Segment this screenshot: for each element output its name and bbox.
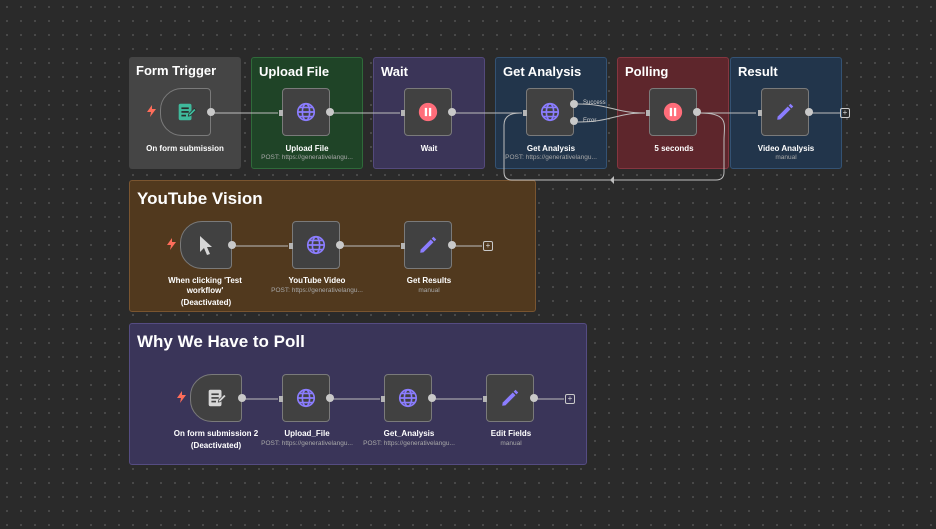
node-edit-fields[interactable] xyxy=(483,374,538,422)
output-port[interactable] xyxy=(228,241,236,249)
input-port[interactable] xyxy=(401,110,405,116)
node-upload-file[interactable] xyxy=(279,88,334,136)
pencil-icon xyxy=(502,389,519,406)
node-subtitle: POST: https://generativelangu... xyxy=(261,440,353,447)
node-video-analysis[interactable] xyxy=(758,88,813,136)
node-label: Upload_File xyxy=(284,429,330,438)
output-port[interactable] xyxy=(530,394,538,402)
lightning-icon xyxy=(167,238,176,250)
node-status-deactivated: (Deactivated) xyxy=(190,441,242,450)
node-on-form-submission-2[interactable] xyxy=(177,374,246,422)
add-node-button[interactable]: + xyxy=(565,394,575,404)
node-label: Video Analysis xyxy=(757,144,815,153)
branch-label-error: Error xyxy=(583,118,597,124)
node-subtitle: POST: https://generativelangu... xyxy=(261,154,353,161)
node-subtitle: manual xyxy=(418,287,440,294)
node-label: On form submission xyxy=(146,144,224,153)
node-status-deactivated: (Deactivated) xyxy=(180,298,232,307)
output-port[interactable] xyxy=(693,108,701,116)
output-port[interactable] xyxy=(805,108,813,116)
sticky-title: Polling xyxy=(625,64,669,79)
node-when-clicking-test-workflow[interactable] xyxy=(167,221,236,269)
branch-label-success: Success xyxy=(583,100,606,106)
node-subtitle: POST: https://generativelangu... xyxy=(363,440,455,447)
node-label: On form submission 2 xyxy=(173,429,259,438)
output-port[interactable] xyxy=(326,108,334,116)
output-port[interactable] xyxy=(326,394,334,402)
node-subtitle: POST: https://generativelangu... xyxy=(271,287,363,294)
node-on-form-submission[interactable] xyxy=(147,88,215,136)
globe-icon xyxy=(296,388,316,408)
output-port[interactable] xyxy=(238,394,246,402)
input-port[interactable] xyxy=(646,110,650,116)
output-port-error[interactable] xyxy=(570,117,578,125)
node-label: Upload File xyxy=(285,144,329,153)
node-subtitle: manual xyxy=(775,154,797,161)
node-label: YouTube Video xyxy=(288,276,346,285)
form-icon xyxy=(178,103,197,121)
input-port[interactable] xyxy=(758,110,762,116)
globe-icon xyxy=(540,102,560,122)
globe-icon xyxy=(296,102,316,122)
input-port[interactable] xyxy=(289,243,293,249)
node-label: Get_Analysis xyxy=(383,429,435,438)
output-port-success[interactable] xyxy=(570,100,578,108)
node-get-analysis[interactable] xyxy=(523,88,578,136)
node-label: Wait xyxy=(420,144,438,153)
input-port[interactable] xyxy=(279,110,283,116)
sticky-title: YouTube Vision xyxy=(137,189,263,208)
node-upload-file-2[interactable] xyxy=(279,374,334,422)
node-wait[interactable] xyxy=(401,88,456,136)
output-port[interactable] xyxy=(448,241,456,249)
node-get-results[interactable] xyxy=(401,221,456,269)
sticky-title: Result xyxy=(738,64,778,79)
form-icon xyxy=(208,389,227,407)
add-node-button[interactable]: + xyxy=(840,108,850,118)
arrow-loop xyxy=(610,176,614,184)
input-port[interactable] xyxy=(401,243,405,249)
output-port[interactable] xyxy=(207,108,215,116)
input-port[interactable] xyxy=(381,396,385,402)
sticky-title: Form Trigger xyxy=(136,63,217,78)
node-label: 5 seconds xyxy=(654,144,694,153)
node-youtube-video[interactable] xyxy=(289,221,344,269)
pause-icon xyxy=(663,102,683,122)
node-5-seconds[interactable] xyxy=(646,88,701,136)
node-subtitle: manual xyxy=(500,440,522,447)
input-port[interactable] xyxy=(279,396,283,402)
node-get-analysis-2[interactable] xyxy=(381,374,436,422)
lightning-icon xyxy=(147,105,156,117)
lightning-icon xyxy=(177,391,186,403)
output-port[interactable] xyxy=(448,108,456,116)
input-port[interactable] xyxy=(523,110,527,116)
node-label: Edit Fields xyxy=(490,429,532,438)
input-port[interactable] xyxy=(483,396,487,402)
node-label: Get Analysis xyxy=(526,144,576,153)
output-port[interactable] xyxy=(336,241,344,249)
pause-icon xyxy=(418,102,438,122)
node-label: When clicking 'Test workflow' xyxy=(168,276,242,295)
sticky-title: Get Analysis xyxy=(503,64,582,79)
sticky-title: Wait xyxy=(381,64,408,79)
sticky-title: Upload File xyxy=(259,64,330,79)
node-label: Get Results xyxy=(406,276,452,285)
add-node-button[interactable]: + xyxy=(483,241,493,251)
globe-icon xyxy=(398,388,418,408)
pencil-icon xyxy=(777,103,794,120)
node-subtitle: POST: https://generativelangu... xyxy=(505,154,597,161)
output-port[interactable] xyxy=(428,394,436,402)
cursor-icon xyxy=(200,236,212,255)
sticky-title: Why We Have to Poll xyxy=(137,332,305,351)
globe-icon xyxy=(306,235,326,255)
pencil-icon xyxy=(420,236,437,253)
